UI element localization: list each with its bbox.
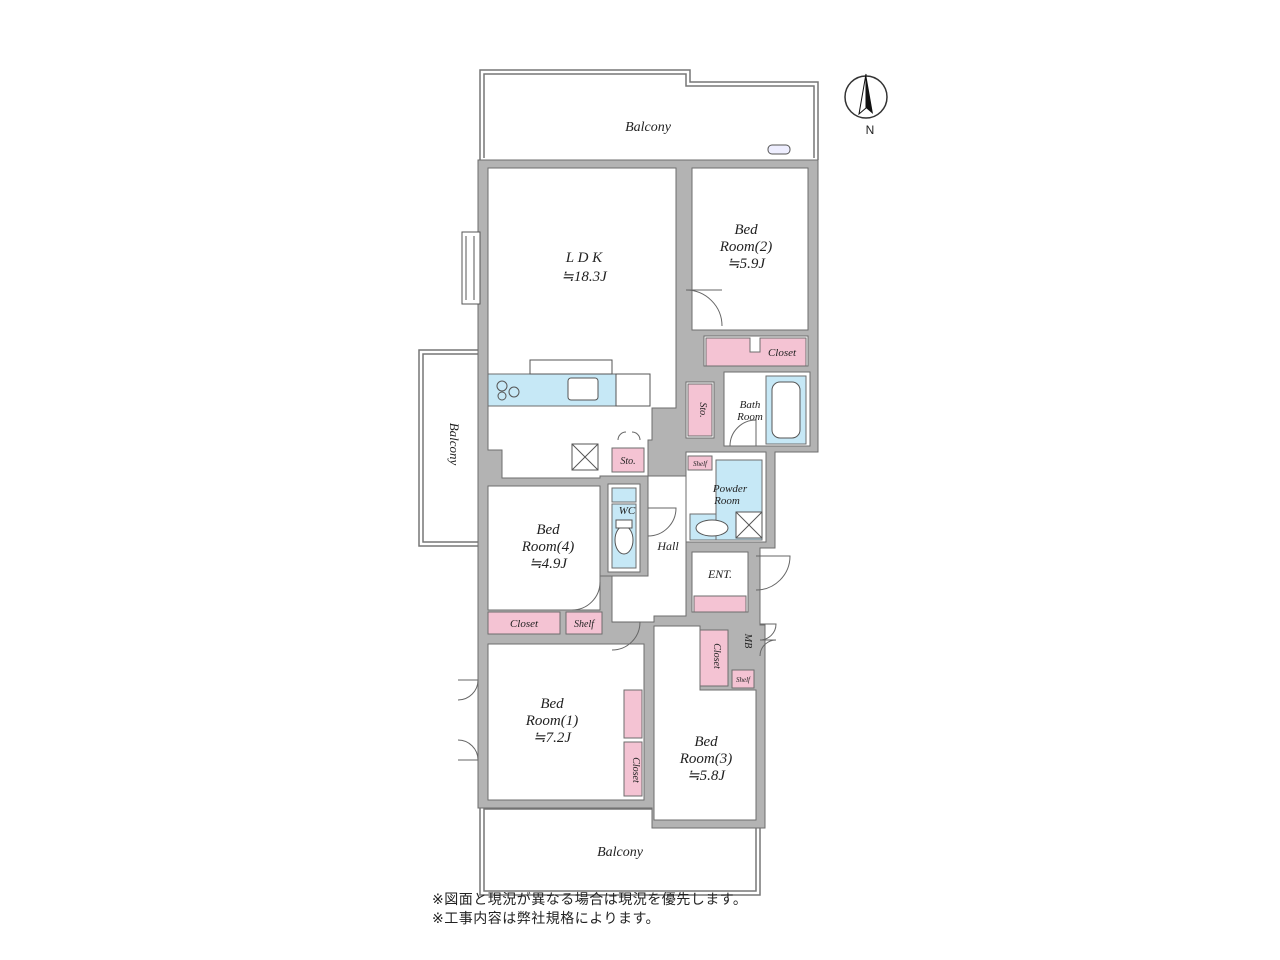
north-arrow-icon: [866, 74, 873, 114]
bed1-floor: [487, 643, 645, 801]
closet-bed1-label: Closet: [630, 757, 641, 783]
kitchen-island: [529, 359, 613, 375]
closet-entrance: [699, 629, 729, 687]
bed1-label-1: Bed: [540, 696, 564, 712]
bed3-size: ≒5.8J: [687, 768, 726, 784]
storage-areas: [487, 337, 807, 797]
closet-bed4: [487, 611, 561, 635]
ldk-floor: [487, 167, 677, 479]
balcony-bottom-label: Balcony: [597, 845, 644, 860]
wc-label: WC: [619, 505, 636, 517]
compass-n-label: N: [866, 123, 875, 137]
entrance-label: ENT.: [707, 567, 732, 581]
sto-lower: [611, 447, 645, 473]
vanity-basin: [695, 519, 729, 537]
bath-label-2: Room: [736, 411, 763, 423]
bed4-label-2: Room(4): [521, 539, 575, 555]
entrance-shoebox: [693, 595, 747, 613]
bed3-label-1: Bed: [694, 734, 718, 750]
hall-label: Hall: [656, 539, 679, 553]
disclaimer-note-2: ※工事内容は弊社規格によります。: [432, 911, 661, 927]
toilet-tank: [615, 519, 633, 529]
sto-lower-label: Sto.: [620, 456, 635, 467]
shelf-mb-label: Shelf: [736, 676, 751, 684]
shelf-powder-label: Shelf: [693, 460, 708, 468]
bath-label-1: Bath: [740, 399, 761, 411]
closet-bed1: [623, 741, 643, 797]
powder-label-2: Room: [713, 495, 740, 507]
doors: [457, 289, 791, 761]
bed1-label-2: Room(1): [525, 713, 579, 729]
stove-burner: [497, 391, 507, 401]
bed2-size: ≒5.9J: [727, 256, 766, 272]
bed3-floor: [653, 625, 757, 821]
bay-window: [461, 231, 481, 305]
toilet-bowl: [614, 525, 634, 555]
sto-upper: [687, 383, 713, 437]
hall-floor: [600, 475, 687, 623]
closet-bed4-label: Closet: [510, 618, 539, 630]
closet-entrance-label: Closet: [711, 643, 722, 669]
bed2-label-1: Bed: [734, 222, 758, 238]
ac-unit: [767, 144, 791, 155]
fridge: [615, 373, 651, 407]
kitchen-sink: [567, 377, 599, 401]
balcony-top-label: Balcony: [625, 120, 672, 135]
shelf-bed4-label: Shelf: [574, 619, 595, 630]
compass: [844, 73, 888, 119]
bed2-label-2: Room(2): [719, 239, 773, 255]
shelf-powder: [687, 455, 713, 471]
closet-bed2: [705, 337, 807, 367]
shelf-bed4: [565, 611, 603, 635]
ldk-size: ≒18.3J: [561, 269, 608, 285]
balcony-left-label: Balcony: [447, 423, 462, 466]
fixtures: [461, 144, 801, 555]
stove-burner: [496, 380, 508, 392]
sto-upper-label: Sto.: [697, 402, 708, 417]
bed4-label-1: Bed: [536, 522, 560, 538]
mb-label: MB: [742, 633, 753, 648]
bathtub: [771, 381, 801, 439]
labels: Balcony Balcony Balcony L D K ≒18.3J Bed…: [447, 120, 874, 860]
closet-bed2-label: Closet: [768, 347, 797, 359]
bed4-size: ≒4.9J: [529, 556, 568, 572]
ldk-label: L D K: [565, 250, 603, 266]
bed2-floor: [691, 167, 809, 331]
closet-bed1-upper: [623, 689, 643, 739]
wc-tank: [611, 487, 637, 503]
disclaimer-note-1: ※図面と現況が異なる場合は現況を優先します。: [432, 892, 748, 908]
shelf-mb: [731, 669, 755, 689]
bed3-label-2: Room(3): [679, 751, 733, 767]
powder-label-1: Powder: [712, 483, 748, 495]
bed1-size: ≒7.2J: [533, 730, 572, 746]
stove-burner: [508, 386, 520, 398]
